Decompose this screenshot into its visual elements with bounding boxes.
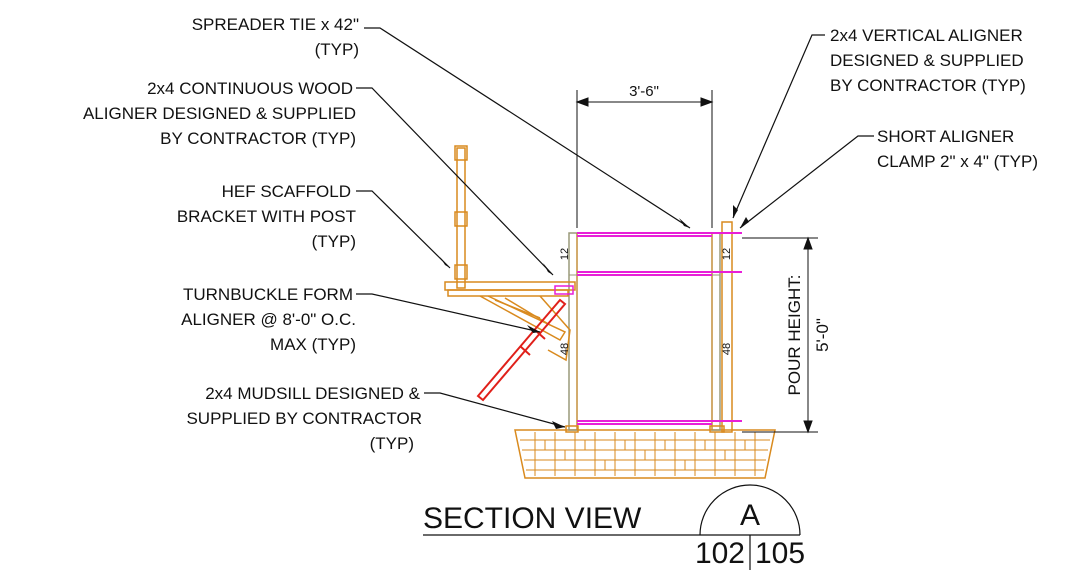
svg-text:BY CONTRACTOR (TYP): BY CONTRACTOR (TYP)	[830, 76, 1026, 95]
note-short-aligner: SHORT ALIGNER CLAMP 2" x 4" (TYP)	[877, 127, 1038, 171]
detail-letter: A	[740, 499, 760, 532]
title-block: SECTION VIEW A 102 105	[423, 484, 805, 570]
svg-text:ALIGNER DESIGNED & SUPPLIED: ALIGNER DESIGNED & SUPPLIED	[83, 104, 356, 123]
scaffold-bracket	[444, 145, 576, 362]
section-title: SECTION VIEW	[423, 502, 642, 535]
note-scaffold-bracket: HEF SCAFFOLD BRACKET WITH POST (TYP)	[177, 182, 356, 251]
svg-text:MAX (TYP): MAX (TYP)	[270, 335, 356, 354]
svg-text:HEF SCAFFOLD: HEF SCAFFOLD	[222, 182, 351, 201]
note-turnbuckle: TURNBUCKLE FORM ALIGNER @ 8'-0" O.C. MAX…	[181, 285, 356, 354]
svg-text:2x4 VERTICAL ALIGNER: 2x4 VERTICAL ALIGNER	[830, 26, 1023, 45]
left-form-panel	[568, 232, 578, 431]
pour-height-dimension	[742, 236, 818, 434]
vertical-aligner	[721, 221, 733, 433]
svg-text:SUPPLIED BY CONTRACTOR: SUPPLIED BY CONTRACTOR	[186, 409, 422, 428]
mudsills	[565, 425, 725, 433]
ground-hatch	[514, 429, 776, 479]
svg-text:CLAMP 2" x 4" (TYP): CLAMP 2" x 4" (TYP)	[877, 152, 1038, 171]
svg-text:(TYP): (TYP)	[370, 434, 414, 453]
svg-text:DESIGNED & SUPPLIED: DESIGNED & SUPPLIED	[830, 51, 1024, 70]
svg-text:2x4 MUDSILL DESIGNED &: 2x4 MUDSILL DESIGNED &	[205, 384, 420, 403]
panel-top-left-dim: 12	[559, 248, 571, 260]
svg-text:SHORT ALIGNER: SHORT ALIGNER	[877, 127, 1014, 146]
svg-text:BRACKET WITH POST: BRACKET WITH POST	[177, 207, 356, 226]
svg-text:ALIGNER @ 8'-0" O.C.: ALIGNER @ 8'-0" O.C.	[181, 310, 356, 329]
svg-text:BY CONTRACTOR (TYP): BY CONTRACTOR (TYP)	[160, 129, 356, 148]
sheet-number-left: 102	[695, 537, 745, 570]
pour-height-label: POUR HEIGHT:	[785, 275, 804, 396]
svg-text:(TYP): (TYP)	[312, 232, 356, 251]
leader-lines	[356, 27, 874, 428]
svg-text:TURNBUCKLE FORM: TURNBUCKLE FORM	[183, 285, 353, 304]
note-wood-aligner: 2x4 CONTINUOUS WOOD ALIGNER DESIGNED & S…	[83, 79, 356, 148]
panel-mid-left-dim: 48	[559, 343, 571, 355]
turnbuckle-aligner	[476, 298, 567, 402]
spreader-ties	[577, 232, 740, 425]
right-form-panel	[711, 232, 721, 431]
width-dimension-label: 3'-6"	[629, 83, 659, 100]
note-mudsill: 2x4 MUDSILL DESIGNED & SUPPLIED BY CONTR…	[186, 384, 422, 453]
sheet-number-right: 105	[755, 537, 805, 570]
short-aligner-clamps	[732, 232, 742, 422]
width-dimension	[575, 90, 714, 228]
note-spreader-tie: SPREADER TIE x 42" (TYP)	[192, 15, 359, 59]
note-vertical-aligner: 2x4 VERTICAL ALIGNER DESIGNED & SUPPLIED…	[830, 26, 1026, 95]
svg-text:(TYP): (TYP)	[315, 40, 359, 59]
panel-top-right-dim: 12	[721, 248, 733, 260]
svg-text:SPREADER TIE x 42": SPREADER TIE x 42"	[192, 15, 359, 34]
pour-height-value: 5'-0"	[813, 318, 832, 352]
svg-text:2x4 CONTINUOUS WOOD: 2x4 CONTINUOUS WOOD	[147, 79, 353, 98]
leader-arrowheads	[440, 205, 749, 429]
panel-mid-right-dim: 48	[721, 343, 733, 355]
